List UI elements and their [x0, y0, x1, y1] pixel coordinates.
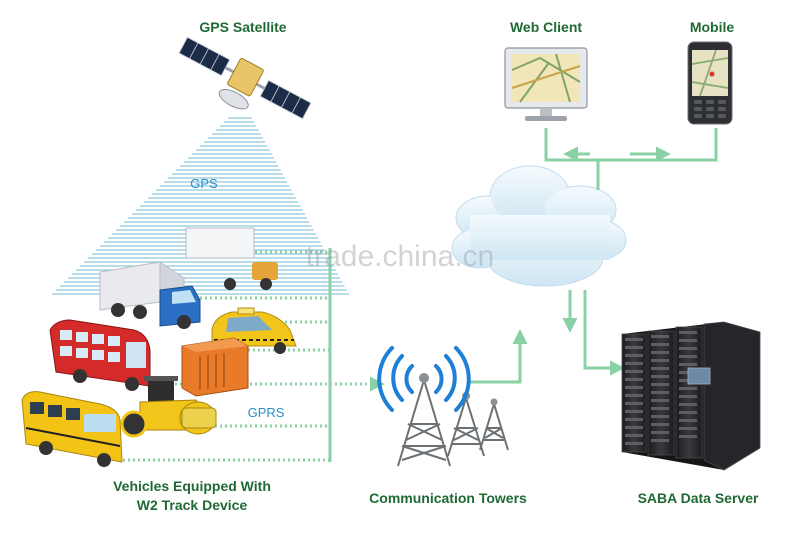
road-roller-icon — [120, 376, 217, 438]
gps-satellite-label: GPS Satellite — [199, 19, 286, 35]
cargo-van-icon — [185, 227, 278, 290]
connection-lines — [118, 128, 718, 462]
bus-icon — [49, 319, 151, 391]
web-client-label: Web Client — [510, 19, 582, 35]
vehicles-label-line2: W2 Track Device — [137, 497, 248, 513]
school-bus-icon — [21, 391, 123, 467]
server-label: SABA Data Server — [638, 490, 759, 506]
towers-label: Communication Towers — [369, 490, 527, 506]
satellite-icon — [178, 36, 312, 120]
mobile-label: Mobile — [690, 19, 735, 35]
gprs-label: GPRS — [248, 405, 285, 420]
server-rack-icon — [621, 321, 761, 471]
cloud-icon — [451, 165, 627, 287]
vehicles-label-line1: Vehicles Equipped With — [113, 478, 271, 494]
signal-waves — [377, 346, 471, 412]
watermark-text: trade.china.cn — [306, 240, 494, 273]
radio-tower-icon — [397, 373, 509, 467]
gps-label: GPS — [190, 176, 218, 191]
mobile-phone-icon — [687, 41, 733, 125]
truck-icon — [99, 261, 201, 329]
generator-icon — [181, 337, 249, 397]
monitor-icon — [504, 47, 588, 121]
gps-beam — [52, 117, 349, 295]
